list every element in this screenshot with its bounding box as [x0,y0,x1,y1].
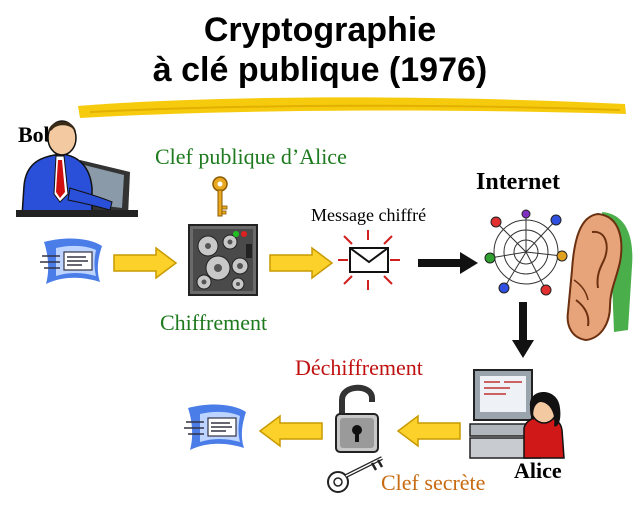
key-icon [212,176,228,217]
public-key-label: Clef publique d’Alice [155,144,347,169]
arrow-decryption-to-letter [258,414,323,448]
alice-label: Alice [514,458,562,483]
envelope-icon [338,230,400,290]
letter-icon [40,238,102,284]
arrow-message-to-internet [418,252,478,274]
page-title: Cryptographie à clé publique (1976) [0,10,640,90]
bob-label: Bob [18,122,56,147]
secret-key-icon [327,456,384,493]
padlock-icon [335,384,379,453]
encrypted-message-label: Message chiffré [311,205,427,225]
ear-icon [566,212,633,342]
letter-icon-bottom [184,404,246,450]
secret-key-label: Clef secrète [381,470,486,495]
network-icon [484,209,568,296]
title-line-2: à clé publique (1976) [152,51,488,89]
internet-label: Internet [476,169,560,195]
title-line-1: Cryptographie [203,11,437,49]
arrow-internet-to-alice [512,302,534,358]
bob-computer-icon [16,120,138,217]
alice-computer-icon [469,369,565,459]
decryption-label: Déchiffrement [295,355,423,380]
arrow-bob-to-encryption [113,246,178,280]
gear-machine-icon [188,224,258,296]
arrow-alice-to-decryption [396,414,461,448]
arrow-encryption-to-message [269,246,334,280]
encryption-label: Chiffrement [160,310,268,335]
